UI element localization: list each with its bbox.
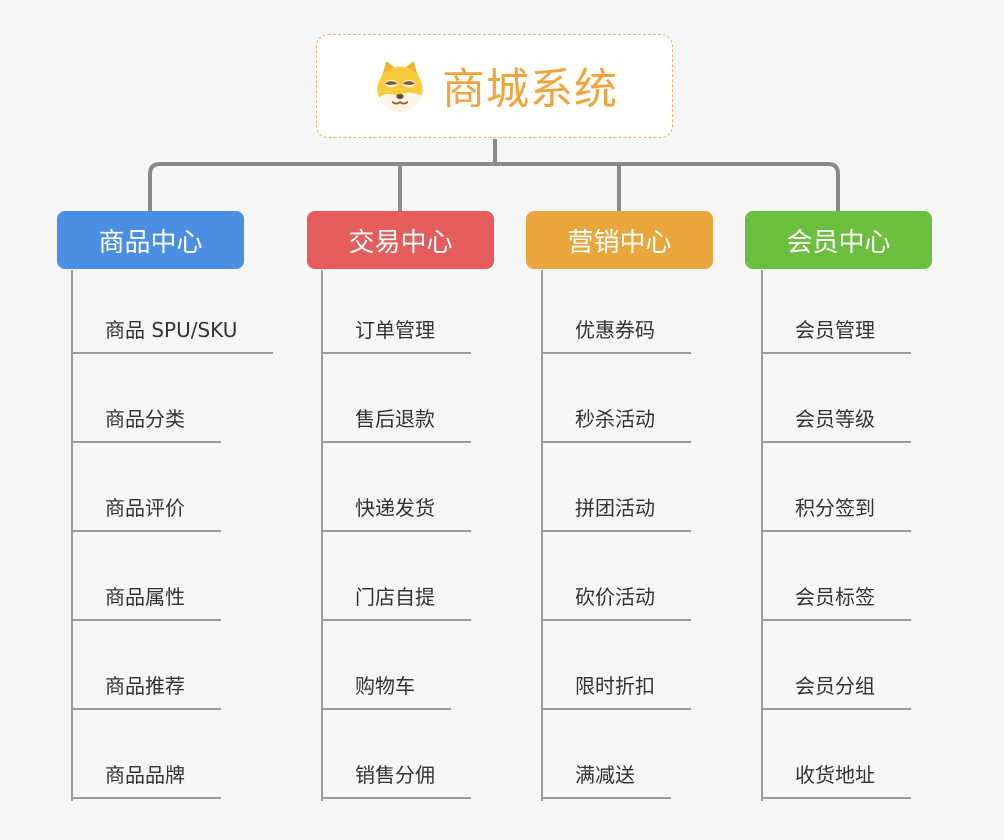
topic-item[interactable]: 商品属性 xyxy=(71,581,221,621)
branch-line-trade xyxy=(321,270,323,801)
branch-line-marketing xyxy=(541,270,543,801)
topic-item[interactable]: 砍价活动 xyxy=(541,581,691,621)
topic-item[interactable]: 商品分类 xyxy=(71,403,221,443)
topic-item[interactable]: 订单管理 xyxy=(321,314,471,354)
branch-trade-center[interactable]: 交易中心 xyxy=(307,211,494,269)
topic-item[interactable]: 积分签到 xyxy=(761,492,911,532)
topic-item[interactable]: 限时折扣 xyxy=(541,670,691,710)
children-marketing-center: 优惠券码 秒杀活动 拼团活动 砍价活动 限时折扣 满减送 xyxy=(541,265,691,799)
topic-item[interactable]: 拼团活动 xyxy=(541,492,691,532)
topic-item[interactable]: 快递发货 xyxy=(321,492,471,532)
topic-item[interactable]: 满减送 xyxy=(541,759,671,799)
topic-item[interactable]: 优惠券码 xyxy=(541,314,691,354)
branch-member-center[interactable]: 会员中心 xyxy=(745,211,932,269)
topic-item[interactable]: 秒杀活动 xyxy=(541,403,691,443)
dog-icon xyxy=(371,57,429,115)
topic-item[interactable]: 商品品牌 xyxy=(71,759,221,799)
branch-marketing-center[interactable]: 营销中心 xyxy=(526,211,713,269)
topic-item[interactable]: 会员等级 xyxy=(761,403,911,443)
children-product-center: 商品 SPU/SKU 商品分类 商品评价 商品属性 商品推荐 商品品牌 xyxy=(71,265,274,799)
topic-item[interactable]: 收货地址 xyxy=(761,759,911,799)
branch-product-center[interactable]: 商品中心 xyxy=(57,211,244,269)
topic-item[interactable]: 门店自提 xyxy=(321,581,471,621)
topic-item[interactable]: 购物车 xyxy=(321,670,451,710)
branch-line-product xyxy=(71,270,73,801)
topic-item[interactable]: 会员分组 xyxy=(761,670,911,710)
root-node[interactable]: 商城系统 xyxy=(316,34,673,138)
children-trade-center: 订单管理 售后退款 快递发货 门店自提 购物车 销售分佣 xyxy=(321,265,471,799)
topic-item[interactable]: 会员管理 xyxy=(761,314,911,354)
topic-item[interactable]: 商品推荐 xyxy=(71,670,221,710)
topic-item[interactable]: 会员标签 xyxy=(761,581,911,621)
branch-line-member xyxy=(761,270,763,801)
topic-item[interactable]: 商品评价 xyxy=(71,492,221,532)
topic-item[interactable]: 商品 SPU/SKU xyxy=(71,314,274,354)
children-member-center: 会员管理 会员等级 积分签到 会员标签 会员分组 收货地址 xyxy=(761,265,911,799)
topic-item[interactable]: 销售分佣 xyxy=(321,759,471,799)
root-title: 商城系统 xyxy=(442,65,618,115)
topic-item[interactable]: 售后退款 xyxy=(321,403,471,443)
